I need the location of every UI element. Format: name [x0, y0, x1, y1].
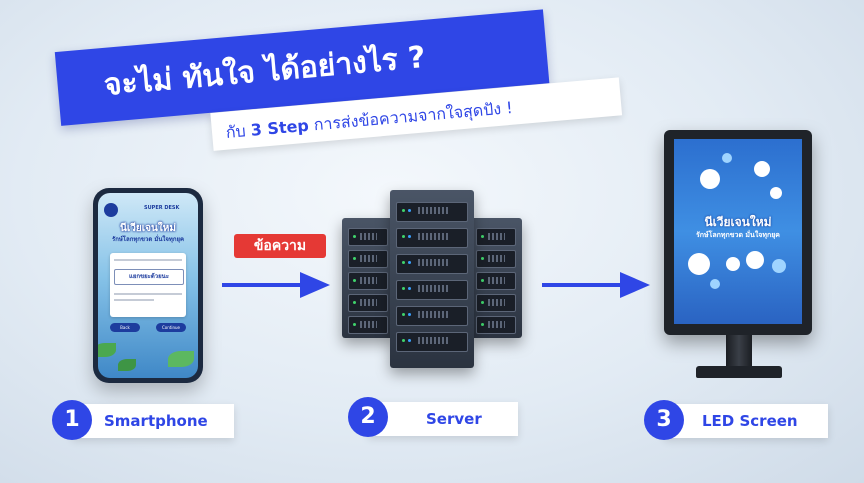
step-2-box: [368, 402, 518, 436]
server-rack-left: [342, 218, 394, 338]
step-2-number: 2: [348, 397, 388, 437]
step-1-number: 1: [52, 400, 92, 440]
form-text-line: [114, 293, 182, 295]
back-button: Back: [110, 323, 140, 332]
phone-subhead: รักษ์โลกทุกขวด มั่นใจทุกยุค: [111, 236, 184, 243]
led-screen-stand: [726, 335, 752, 367]
server-illustration: [342, 190, 522, 370]
brand-logo-icon: [104, 203, 118, 217]
smartphone-screen: SUPER DESK นีเวียเจนใหม่ รักษ์โลกทุกขวด …: [98, 193, 198, 378]
arrow-right-icon: [542, 272, 650, 298]
message-badge: ข้อความ: [234, 234, 326, 258]
message-input: แยกขยะด้วยนะ: [114, 269, 184, 285]
leaf-icon: [98, 343, 116, 357]
led-subhead: รักษ์โลกทุกขวด มั่นใจทุกยุค: [695, 231, 780, 239]
flower-icon: [726, 257, 740, 271]
smartphone-illustration: SUPER DESK นีเวียเจนใหม่ รักษ์โลกทุกขวด …: [93, 188, 203, 383]
form-text-line: [114, 259, 182, 261]
led-headline: นีเวียเจนใหม่: [704, 215, 772, 229]
continue-button: Continue: [156, 323, 186, 332]
subtitle-prefix: กับ: [225, 120, 252, 142]
step-3-box: [664, 404, 828, 438]
form-text-line: [114, 299, 154, 301]
leaf-icon: [168, 351, 194, 367]
led-display: นีเวียเจนใหม่ รักษ์โลกทุกขวด มั่นใจทุกยุ…: [674, 139, 802, 324]
led-screen-base: [696, 366, 782, 378]
flower-icon: [700, 169, 720, 189]
step-1-label: Smartphone: [104, 412, 208, 430]
flower-icon: [710, 279, 720, 289]
flower-icon: [770, 187, 782, 199]
server-rack-right: [470, 218, 522, 338]
step-3-label: LED Screen: [702, 412, 798, 430]
message-form-card: แยกขยะด้วยนะ: [110, 253, 186, 317]
flower-icon: [754, 161, 770, 177]
step-3-number: 3: [644, 400, 684, 440]
server-rack-center: [390, 190, 474, 368]
phone-brand-tag: SUPER DESK: [144, 205, 180, 211]
subtitle-bold: 3 Step: [249, 115, 310, 140]
phone-headline: นีเวียเจนใหม่: [120, 223, 176, 234]
flower-icon: [746, 251, 764, 269]
step-2-label: Server: [426, 410, 482, 428]
flower-icon: [688, 253, 710, 275]
flower-icon: [772, 259, 786, 273]
step-1-box: [72, 404, 234, 438]
arrow-right-icon: [222, 272, 330, 298]
leaf-icon: [118, 359, 136, 371]
led-screen-illustration: นีเวียเจนใหม่ รักษ์โลกทุกขวด มั่นใจทุกยุ…: [664, 130, 812, 335]
flower-icon: [722, 153, 732, 163]
